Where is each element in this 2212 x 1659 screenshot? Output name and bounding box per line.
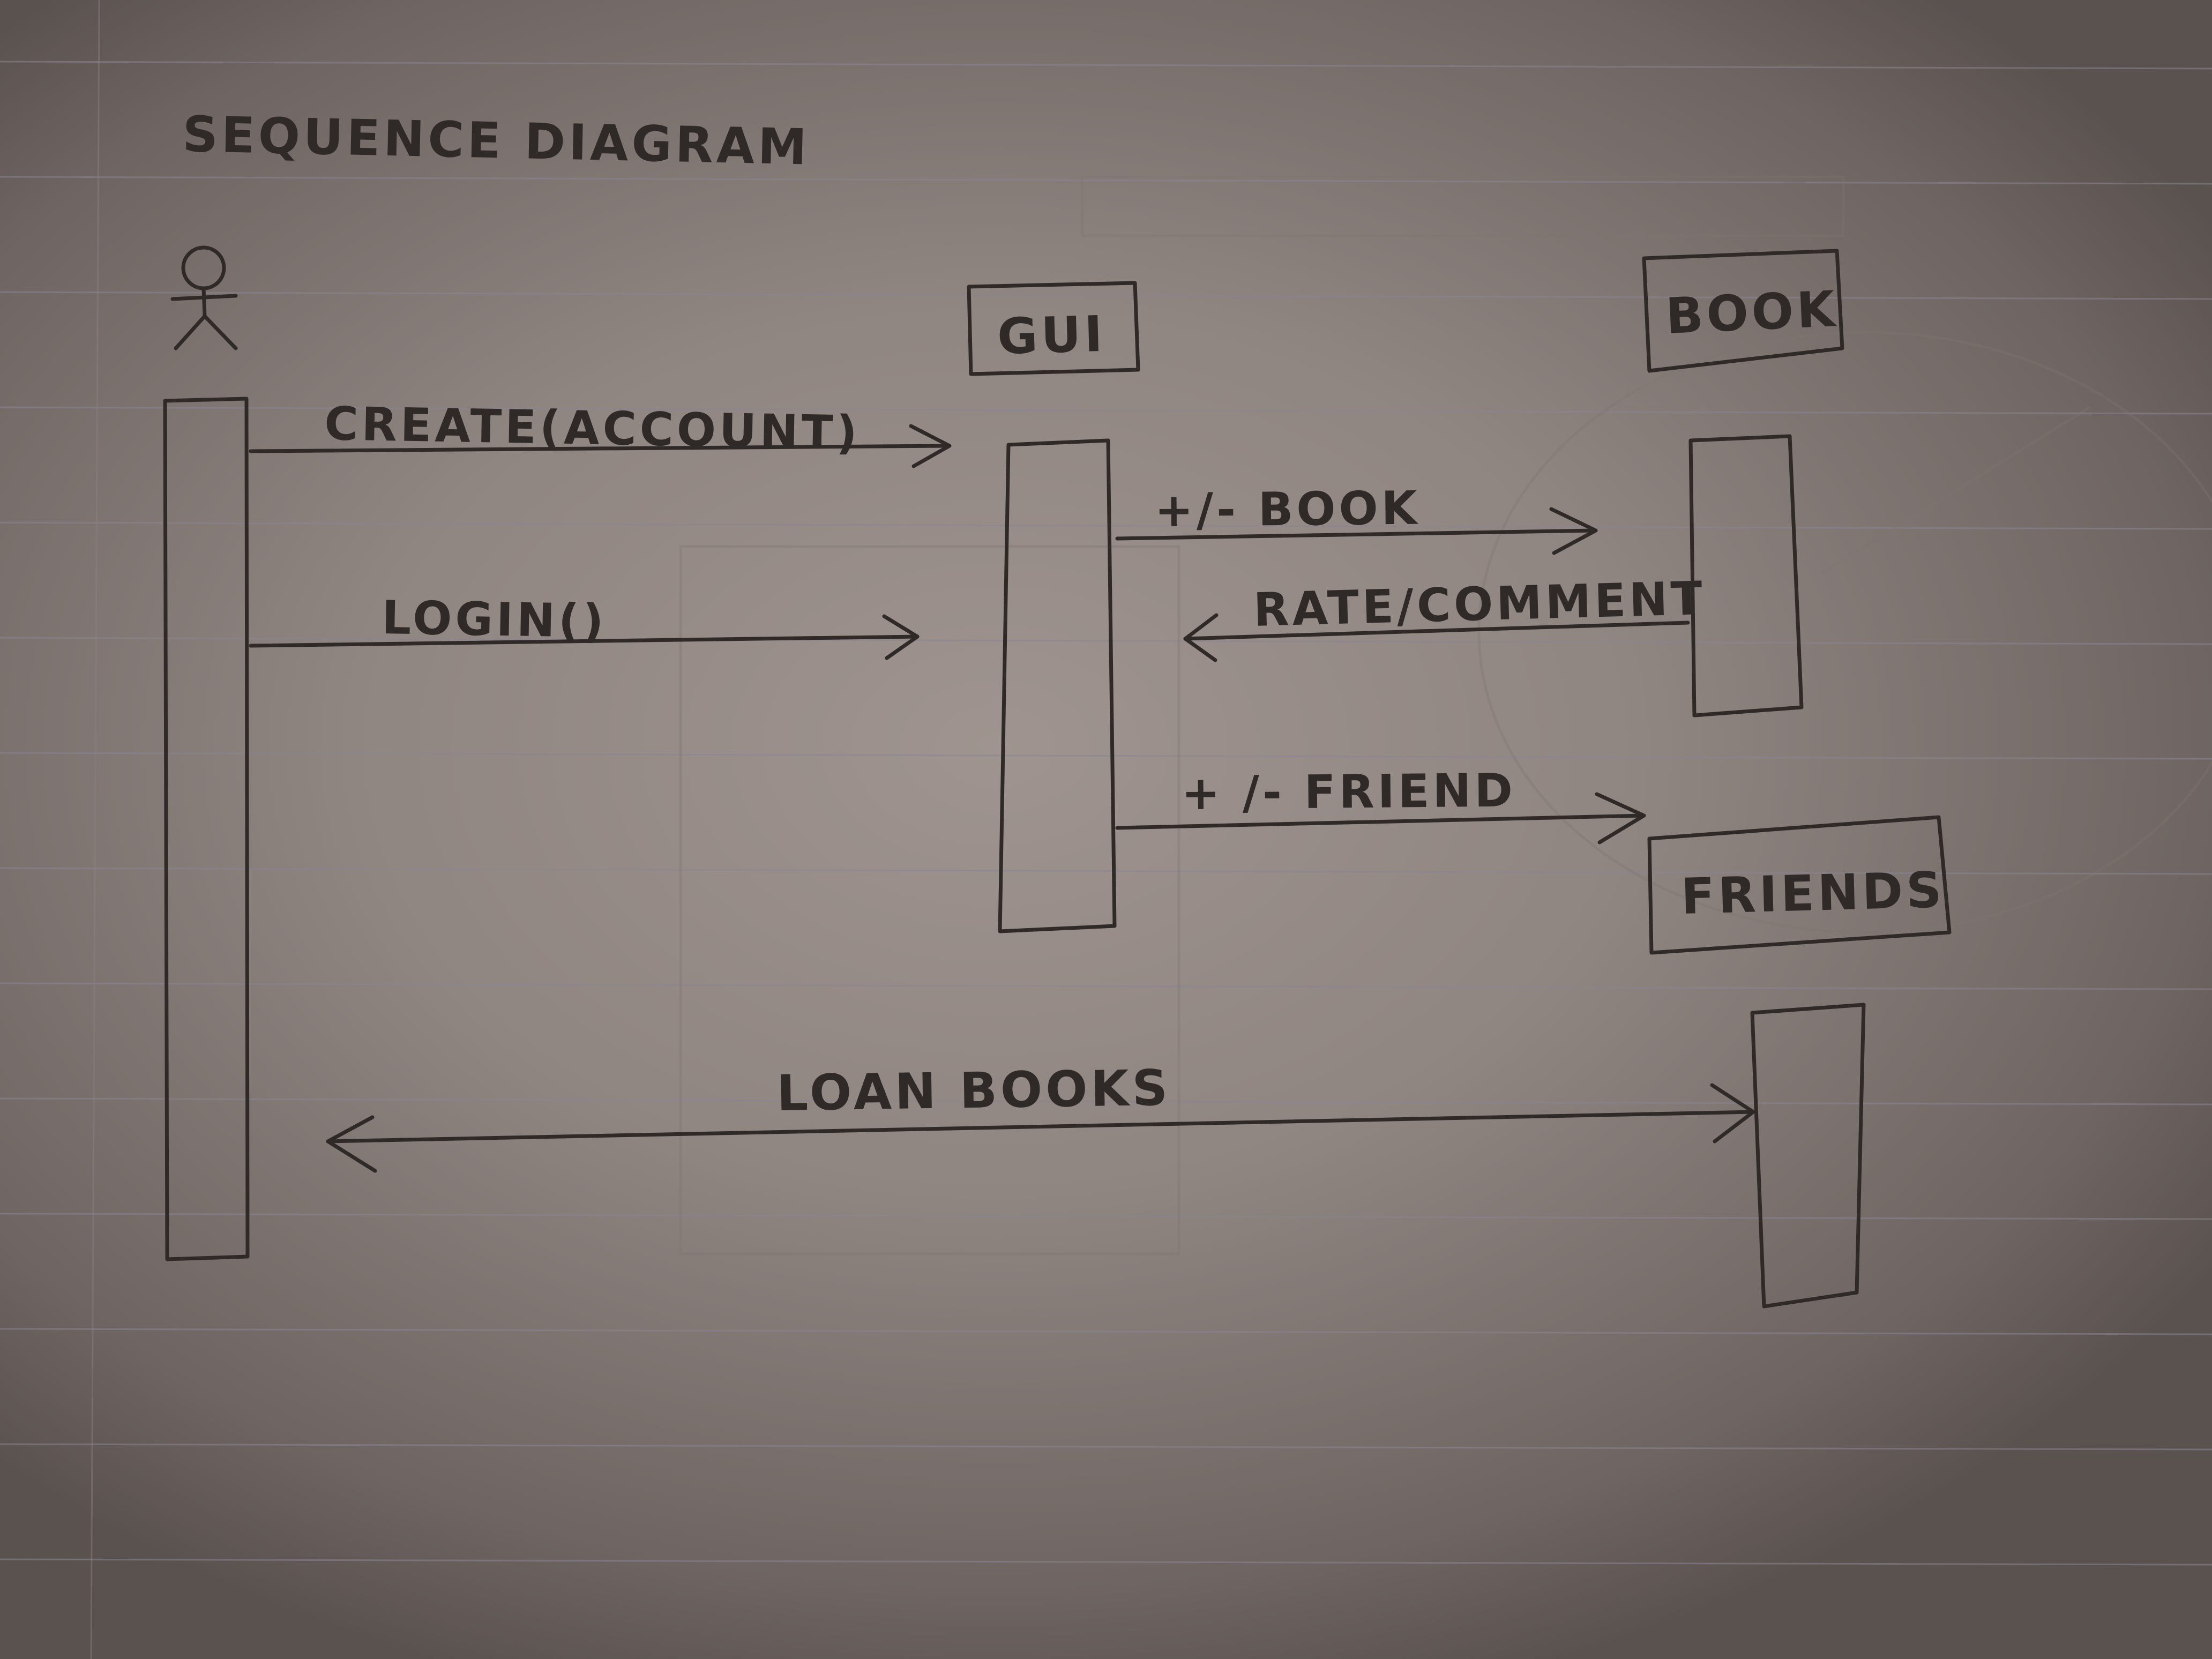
- book-activation-bar: [1688, 434, 1804, 718]
- message-add-remove-book-label: +/- BOOK: [1154, 482, 1420, 537]
- message-add-remove-friend-label: + /- FRIEND: [1181, 764, 1516, 820]
- message-add-remove-book: +/- BOOK: [1115, 482, 1598, 555]
- message-add-remove-friend: + /- FRIEND: [1115, 764, 1646, 845]
- message-rate-comment: RATE/COMMENT: [1183, 572, 1706, 662]
- message-loan-books: LOAN BOOKS: [326, 1059, 1755, 1173]
- message-create-account: CREATE(ACCOUNT): [249, 397, 952, 468]
- participant-friends-label: FRIENDS: [1680, 861, 1946, 925]
- message-loan-books-label: LOAN BOOKS: [776, 1059, 1171, 1122]
- message-rate-comment-label: RATE/COMMENT: [1253, 572, 1706, 637]
- participant-book: BOOK: [1642, 249, 1844, 373]
- diagram-title: SEQUENCE DIAGRAM: [182, 106, 811, 176]
- message-login: LOGIN(): [249, 591, 920, 660]
- message-login-label: LOGIN(): [382, 591, 608, 648]
- participant-gui: GUI: [967, 281, 1140, 376]
- user-activation-bar: [163, 397, 250, 1261]
- friends-activation-bar: [1750, 1003, 1866, 1309]
- participant-gui-label: GUI: [997, 305, 1107, 365]
- message-create-account-label: CREATE(ACCOUNT): [324, 397, 861, 460]
- user-actor-icon: [170, 245, 238, 350]
- participant-friends: FRIENDS: [1647, 815, 1952, 955]
- gui-activation-bar: [998, 438, 1117, 933]
- show-through-sketch: [679, 175, 2212, 1256]
- participant-book-label: BOOK: [1664, 280, 1839, 345]
